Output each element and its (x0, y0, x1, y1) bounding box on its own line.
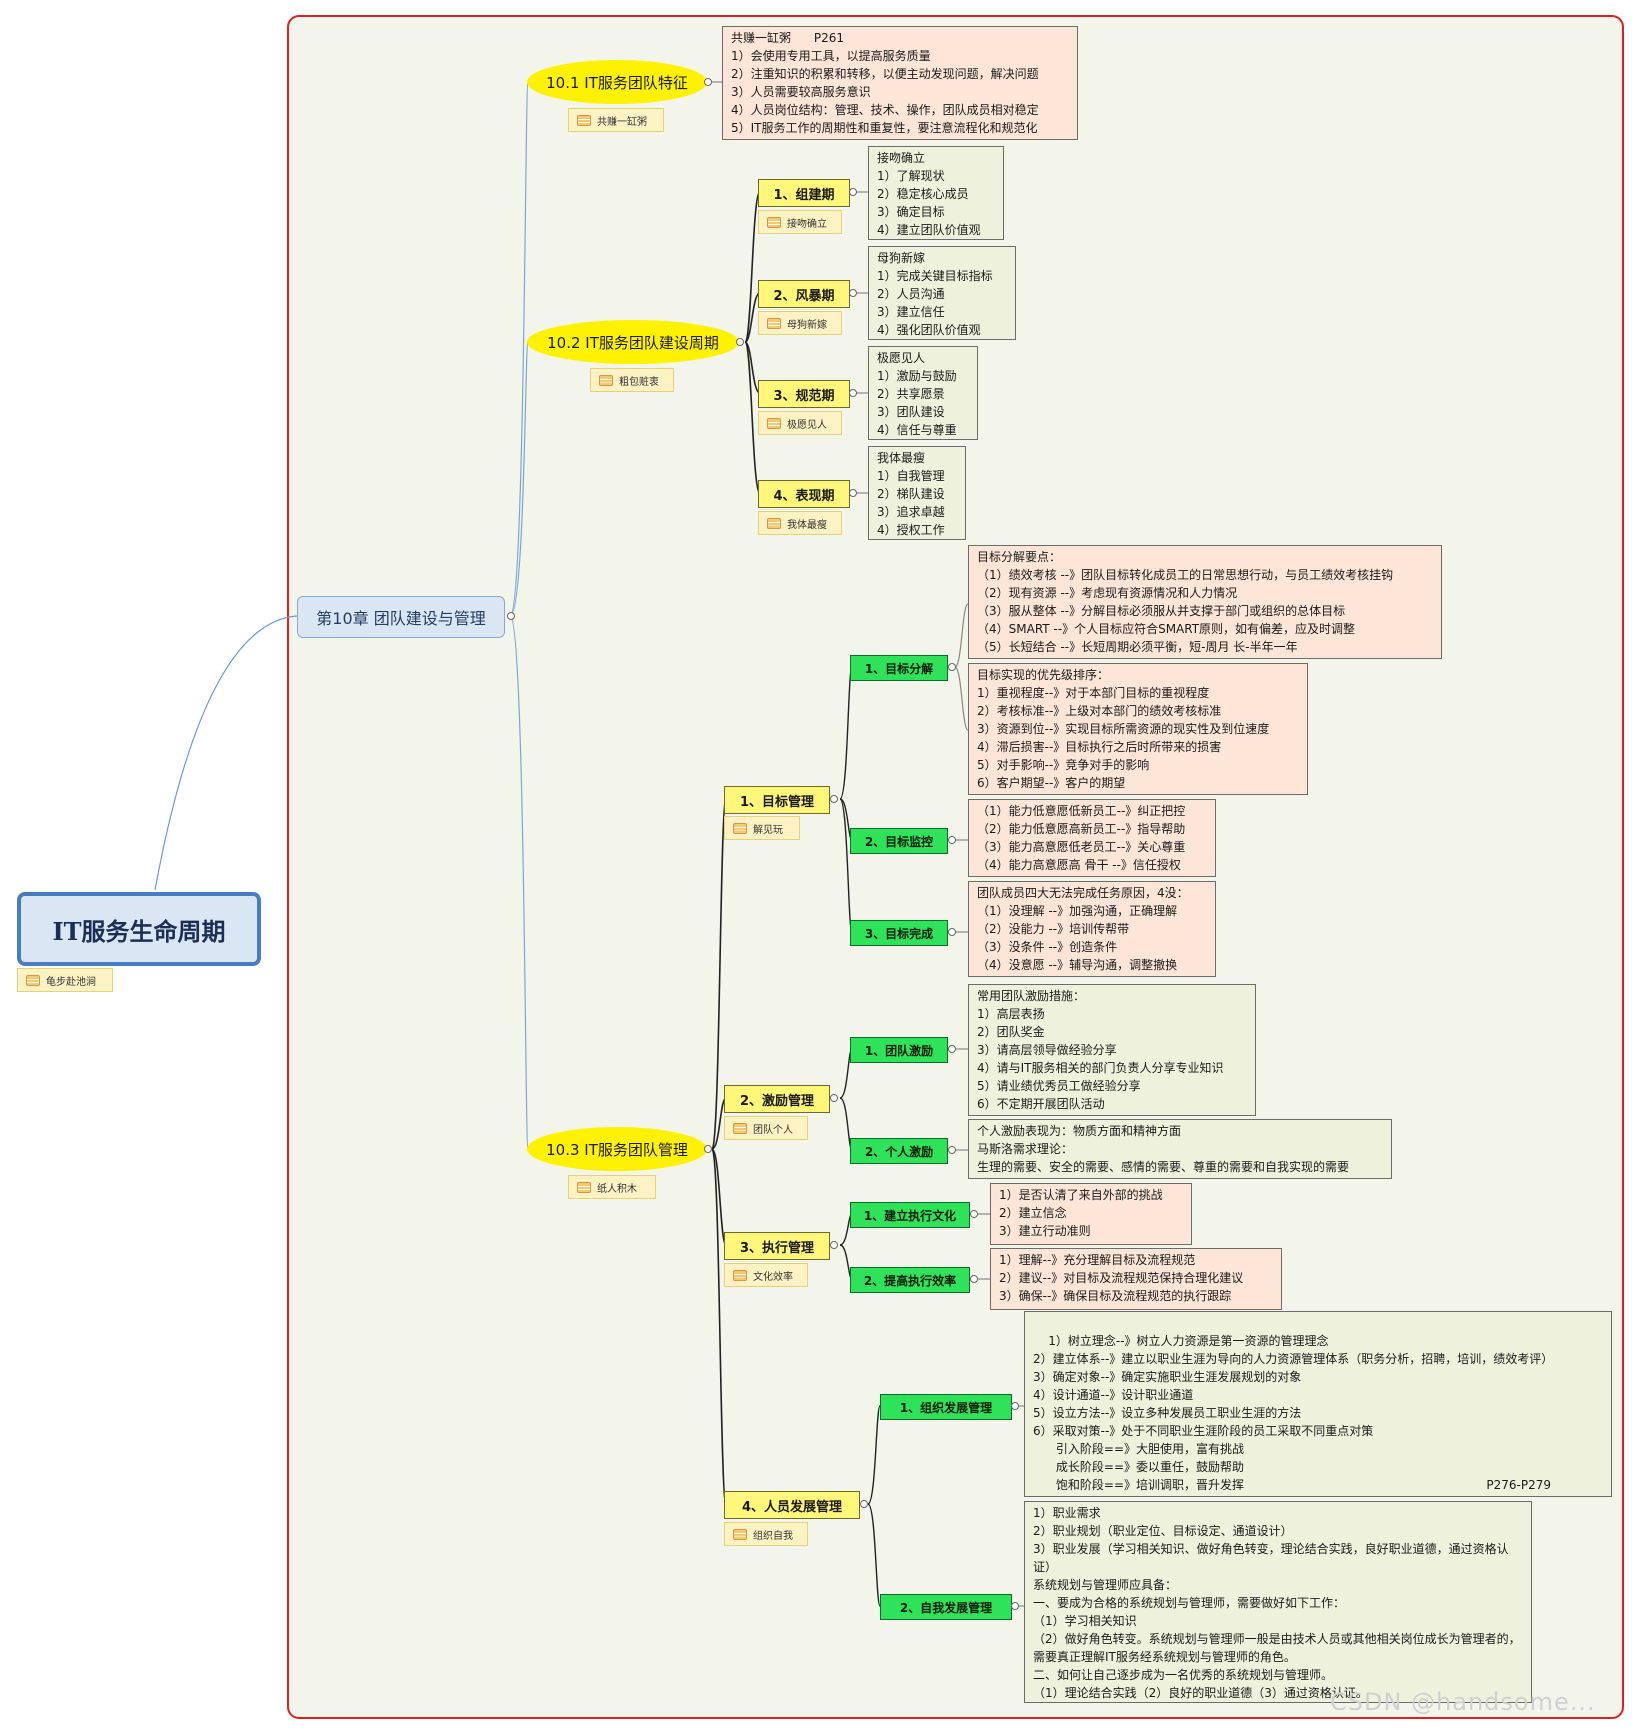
collapse-toggle[interactable] (849, 489, 857, 497)
note-text: 粗包赃衷 (619, 376, 659, 388)
chapter-topic[interactable]: 第10章 团队建设与管理 (297, 596, 505, 638)
section-10-1-note[interactable]: 共赚一缸粥 (568, 108, 664, 132)
execution-efficiency-card: 1）理解--》充分理解目标及流程规范 2）建议--》对目标及流程规范保持合理化建… (990, 1248, 1282, 1310)
note-icon (733, 1528, 747, 1540)
collapse-toggle[interactable] (1011, 1602, 1019, 1610)
note-text: 我体最瘦 (787, 519, 827, 531)
note-icon (577, 1181, 591, 1193)
group-goal-management[interactable]: 1、目标管理 (724, 786, 830, 814)
collapse-toggle[interactable] (830, 1094, 838, 1102)
page-reference: P276-P279 (1486, 1478, 1551, 1492)
leaf-goal-monitoring[interactable]: 2、目标监控 (850, 828, 948, 854)
leaf-org-development[interactable]: 1、组织发展管理 (880, 1394, 1012, 1420)
note-icon (767, 216, 781, 228)
group-personnel-development-note[interactable]: 组织自我 (724, 1522, 808, 1546)
leaf-execution-culture[interactable]: 1、建立执行文化 (850, 1202, 970, 1228)
note-text: 接吻确立 (787, 218, 827, 230)
collapse-toggle[interactable] (830, 795, 838, 803)
team-incentive-card: 常用团队激励措施： 1）高层表扬 2）团队奖金 3）请高层领导做经验分享 4）请… (968, 984, 1256, 1116)
collapse-toggle[interactable] (849, 389, 857, 397)
collapse-toggle[interactable] (948, 1146, 956, 1154)
note-icon (767, 517, 781, 529)
section-10-1-card: 共赚一缸粥 P261 1）会使用专用工具，以提高服务质量 2）注重知识的积累和转… (722, 26, 1078, 140)
leaf-goal-completion[interactable]: 3、目标完成 (850, 920, 948, 946)
leaf-personal-incentive[interactable]: 2、个人激励 (850, 1138, 948, 1164)
stage-forming-note[interactable]: 接吻确立 (758, 210, 842, 234)
stage-storming-card: 母狗新嫁 1）完成关键目标指标 2）人员沟通 3）建立信任 4）强化团队价值观 (868, 246, 1016, 340)
collapse-toggle[interactable] (948, 928, 956, 936)
note-text: 龟步赴池涧 (46, 976, 96, 988)
collapse-toggle[interactable] (507, 612, 515, 620)
stage-norming-note[interactable]: 极愿见人 (758, 411, 842, 435)
note-text: 共赚一缸粥 (597, 116, 647, 128)
stage-performing-note[interactable]: 我体最瘦 (758, 511, 842, 535)
collapse-toggle[interactable] (948, 663, 956, 671)
stage-storming[interactable]: 2、风暴期 (758, 280, 850, 308)
note-text: 团队个人 (753, 1124, 793, 1136)
stage-storming-note[interactable]: 母狗新嫁 (758, 311, 842, 335)
collapse-toggle[interactable] (970, 1210, 978, 1218)
section-10-2[interactable]: 10.2 IT服务团队建设周期 (527, 320, 739, 364)
group-personnel-development[interactable]: 4、人员发展管理 (724, 1491, 860, 1519)
note-icon (767, 417, 781, 429)
stage-forming-card: 接吻确立 1）了解现状 2）稳定核心成员 3）确定目标 4）建立团队价值观 (868, 146, 1004, 240)
collapse-toggle[interactable] (849, 188, 857, 196)
collapse-toggle[interactable] (860, 1500, 868, 1508)
collapse-toggle[interactable] (948, 836, 956, 844)
group-goal-management-note[interactable]: 解见玩 (724, 816, 800, 840)
collapse-toggle[interactable] (970, 1275, 978, 1283)
note-icon (733, 1269, 747, 1281)
stage-forming[interactable]: 1、组建期 (758, 179, 850, 207)
stage-performing-card: 我体最瘦 1）自我管理 2）梯队建设 3）追求卓越 4）授权工作 (868, 446, 966, 540)
section-10-3[interactable]: 10.3 IT服务团队管理 (527, 1127, 707, 1171)
group-incentive-management[interactable]: 2、激励管理 (724, 1085, 830, 1113)
note-icon (26, 974, 40, 986)
note-icon (767, 317, 781, 329)
collapse-toggle[interactable] (704, 1145, 712, 1153)
collapse-toggle[interactable] (704, 78, 712, 86)
collapse-toggle[interactable] (1011, 1402, 1019, 1410)
note-text: 组织自我 (753, 1530, 793, 1542)
note-icon (733, 822, 747, 834)
leaf-team-incentive[interactable]: 1、团队激励 (850, 1037, 948, 1063)
collapse-toggle[interactable] (736, 338, 744, 346)
collapse-toggle[interactable] (849, 289, 857, 297)
note-text: 母狗新嫁 (787, 319, 827, 331)
stage-norming-card: 极愿见人 1）激励与鼓励 2）共享愿景 3）团队建设 4）信任与尊重 (868, 346, 978, 440)
group-incentive-management-note[interactable]: 团队个人 (724, 1116, 808, 1140)
goal-completion-card: 团队成员四大无法完成任务原因，4没： （1）没理解 --》加强沟通，正确理解 （… (968, 881, 1216, 977)
org-development-card: 1）树立理念--》树立人力资源是第一资源的管理理念 2）建立体系--》建立以职业… (1024, 1311, 1612, 1497)
execution-culture-card: 1）是否认清了来自外部的挑战 2）建立信念 3）建立行动准则 (990, 1183, 1192, 1245)
stage-norming[interactable]: 3、规范期 (758, 380, 850, 408)
note-text: 解见玩 (753, 824, 783, 836)
section-10-2-note[interactable]: 粗包赃衷 (590, 368, 674, 392)
note-text: 极愿见人 (787, 419, 827, 431)
goal-decomposition-points-card: 目标分解要点： （1）绩效考核 --》团队目标转化成员工的日常思想行动，与员工绩… (968, 545, 1442, 659)
note-text: 纸人积木 (597, 1183, 637, 1195)
collapse-toggle[interactable] (830, 1241, 838, 1249)
root-note[interactable]: 龟步赴池涧 (17, 968, 113, 992)
self-development-card: 1）职业需求 2）职业规划（职业定位、目标设定、通道设计） 3）职业发展（学习相… (1024, 1501, 1532, 1703)
section-10-3-note[interactable]: 纸人积木 (568, 1175, 656, 1199)
note-icon (577, 114, 591, 126)
personal-incentive-card: 个人激励表现为：物质方面和精神方面 马斯洛需求理论： 生理的需要、安全的需要、感… (968, 1119, 1392, 1179)
watermark: CSDN @handsome... (1330, 1688, 1596, 1716)
goal-monitoring-card: （1）能力低意愿低新员工--》纠正把控 （2）能力低意愿高新员工--》指导帮助 … (968, 799, 1216, 877)
note-text: 文化效率 (753, 1271, 793, 1283)
note-icon (733, 1122, 747, 1134)
collapse-toggle[interactable] (948, 1045, 956, 1053)
group-execution-management-note[interactable]: 文化效率 (724, 1263, 808, 1287)
group-execution-management[interactable]: 3、执行管理 (724, 1232, 830, 1260)
org-development-text: 1）树立理念--》树立人力资源是第一资源的管理理念 2）建立体系--》建立以职业… (1033, 1334, 1554, 1492)
leaf-goal-decomposition[interactable]: 1、目标分解 (850, 655, 948, 681)
stage-performing[interactable]: 4、表现期 (758, 480, 850, 508)
root-topic[interactable]: IT服务生命周期 (17, 892, 261, 966)
note-icon (599, 374, 613, 386)
section-10-1[interactable]: 10.1 IT服务团队特征 (527, 60, 707, 104)
leaf-self-development[interactable]: 2、自我发展管理 (880, 1594, 1012, 1620)
goal-priority-card: 目标实现的优先级排序： 1）重视程度--》对于本部门目标的重视程度 2）考核标准… (968, 663, 1308, 795)
leaf-execution-efficiency[interactable]: 2、提高执行效率 (850, 1267, 970, 1293)
